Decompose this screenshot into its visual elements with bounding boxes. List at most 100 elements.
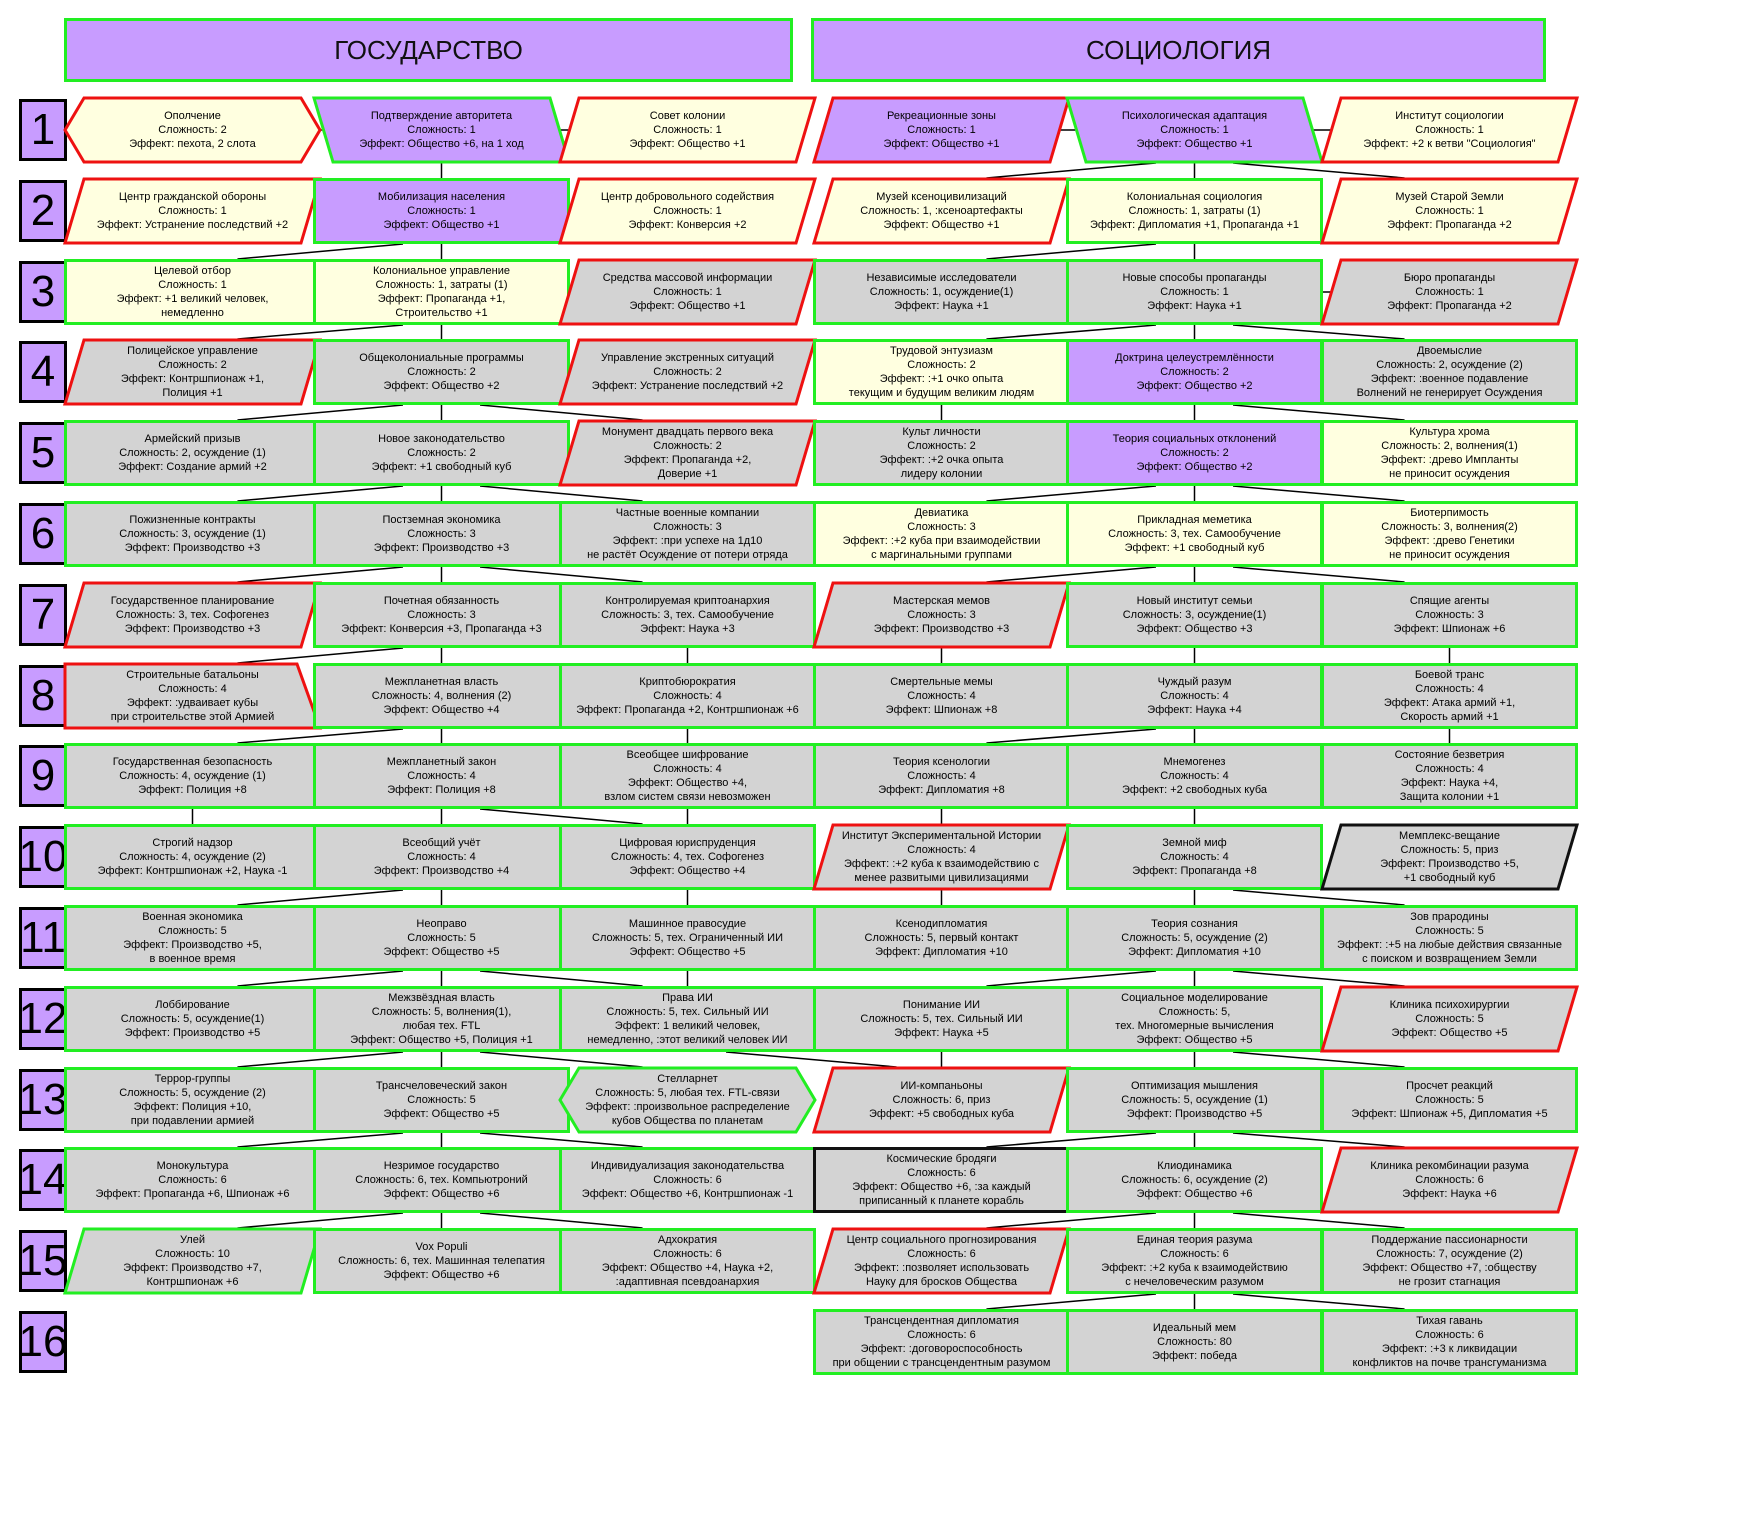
node-title: Боевой транс (1414, 669, 1485, 681)
node-detail: Сложность: 4 (653, 690, 722, 702)
node-detail: Сложность: 4, осуждение (2) (119, 851, 266, 863)
node-title: Космические бродяги (886, 1153, 997, 1165)
node-title: Трансцендентная дипломатия (864, 1315, 1019, 1327)
